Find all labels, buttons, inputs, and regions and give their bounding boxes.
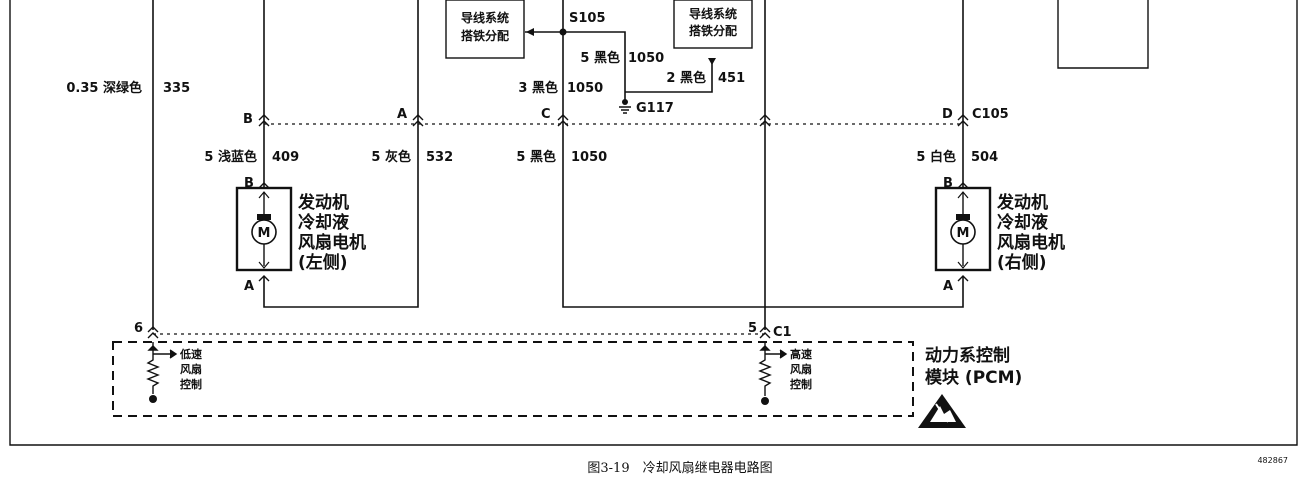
ground-g117-label: G117 bbox=[636, 101, 674, 116]
figure-caption: 图3-19 冷却风扇继电器电路图 bbox=[587, 460, 772, 476]
pcm-box bbox=[112, 341, 914, 417]
ground-dist-right-line1: 导线系统 bbox=[689, 6, 737, 21]
wire-532-size-color: 5 灰色 bbox=[371, 149, 411, 165]
ground-icon bbox=[619, 99, 631, 114]
motor-left-title-line4: (左侧) bbox=[298, 252, 348, 273]
motor-left-title-line1: 发动机 bbox=[297, 192, 349, 213]
pcm-title-line2: 模块 (PCM) bbox=[925, 367, 1022, 388]
wire-409-size-color: 5 浅蓝色 bbox=[204, 149, 257, 165]
motor-right-title-line1: 发动机 bbox=[996, 192, 1048, 213]
wire-s105-g117 bbox=[562, 0, 626, 100]
motor-right-pin-top: B bbox=[943, 176, 953, 191]
connector-chevrons bbox=[147, 114, 969, 339]
pcm-title-line1: 动力系控制 bbox=[925, 345, 1010, 366]
pcm-high-speed-line2: 风扇 bbox=[790, 362, 812, 376]
offscreen-component-box bbox=[1057, 0, 1149, 69]
c1-pin-high: 5 bbox=[748, 321, 757, 336]
ground-icon bbox=[761, 397, 769, 405]
wire-451 bbox=[625, 58, 713, 93]
wire-1050-top-circuit: 1050 bbox=[628, 51, 664, 66]
c105-pin-c: C bbox=[541, 107, 551, 122]
wire-504-size-color: 5 白色 bbox=[916, 149, 956, 165]
resistor-icon bbox=[758, 342, 788, 396]
wire-451-size-color: 2 黑色 bbox=[666, 70, 706, 86]
motor-right-title-line2: 冷却液 bbox=[997, 212, 1048, 233]
motor-icon bbox=[950, 219, 976, 245]
wire-335-circuit: 335 bbox=[163, 81, 190, 96]
pcm-low-speed-line2: 风扇 bbox=[180, 362, 202, 376]
wire-409-circuit: 409 bbox=[272, 150, 299, 165]
wire-1050-low-size-color: 5 黑色 bbox=[516, 149, 556, 165]
c105-pin-d: D bbox=[942, 107, 953, 122]
wire-532 bbox=[263, 0, 419, 308]
c105-pin-a: A bbox=[397, 107, 407, 122]
motor-icon bbox=[251, 219, 277, 245]
c105-pin-b: B bbox=[243, 112, 253, 127]
ground-dist-box-left bbox=[445, 0, 525, 59]
wire-1050-mid-circuit: 1050 bbox=[567, 81, 603, 96]
motor-left: M bbox=[235, 186, 293, 272]
motor-right-title-line3: 风扇电机 bbox=[997, 232, 1065, 253]
motor-left-pin-bottom: A bbox=[244, 279, 254, 294]
wire-451-circuit: 451 bbox=[718, 71, 745, 86]
pcm-low-speed-line1: 低速 bbox=[179, 347, 202, 361]
pcm-low-speed-line3: 控制 bbox=[180, 377, 202, 391]
figure-number: 482867 bbox=[1257, 456, 1288, 465]
resistor-icon bbox=[146, 342, 178, 394]
motor-right-pin-bottom: A bbox=[943, 279, 953, 294]
motor-left-title-line2: 冷却液 bbox=[298, 212, 349, 233]
ground-dist-box-right bbox=[673, 0, 753, 49]
splice-s105-dot bbox=[559, 28, 567, 36]
wire-532-circuit: 532 bbox=[426, 150, 453, 165]
motor-right-title-line4: (右侧) bbox=[997, 252, 1047, 273]
motor-right-symbol: M bbox=[957, 226, 970, 241]
ground-icon bbox=[149, 395, 157, 403]
wire-1050 bbox=[562, 32, 765, 308]
ground-dist-left-line1: 导线系统 bbox=[461, 10, 509, 25]
wire-1050-low-circuit: 1050 bbox=[571, 150, 607, 165]
motor-right: M bbox=[934, 186, 992, 272]
c105-label: C105 bbox=[972, 107, 1009, 122]
diagram-frame bbox=[9, 0, 1298, 446]
c1-label: C1 bbox=[773, 325, 792, 340]
wire-1050-top-size-color: 5 黑色 bbox=[580, 50, 620, 66]
motor-left-pin-top: B bbox=[244, 176, 254, 191]
ground-dist-right-line2: 搭铁分配 bbox=[689, 23, 737, 38]
wire-1050-mid-size-color: 3 黑色 bbox=[518, 80, 558, 96]
motor-left-title-line3: 风扇电机 bbox=[298, 232, 366, 253]
motor-left-symbol: M bbox=[258, 226, 271, 241]
c1-pin-low: 6 bbox=[134, 321, 143, 336]
wire-335-size-color: 0.35 深绿色 bbox=[66, 80, 142, 96]
pcm-high-speed-line3: 控制 bbox=[790, 377, 812, 391]
pcm-high-speed-line1: 高速 bbox=[790, 347, 812, 361]
splice-s105-label: S105 bbox=[569, 11, 606, 26]
esd-warning-icon bbox=[918, 394, 966, 428]
arrow-to-ground-dist-right bbox=[708, 58, 716, 65]
wire-right-motor-return bbox=[765, 276, 964, 308]
wire-504-circuit: 504 bbox=[971, 150, 998, 165]
arrow-to-ground-dist-left bbox=[526, 28, 534, 36]
ground-dist-left-line2: 搭铁分配 bbox=[461, 28, 509, 43]
